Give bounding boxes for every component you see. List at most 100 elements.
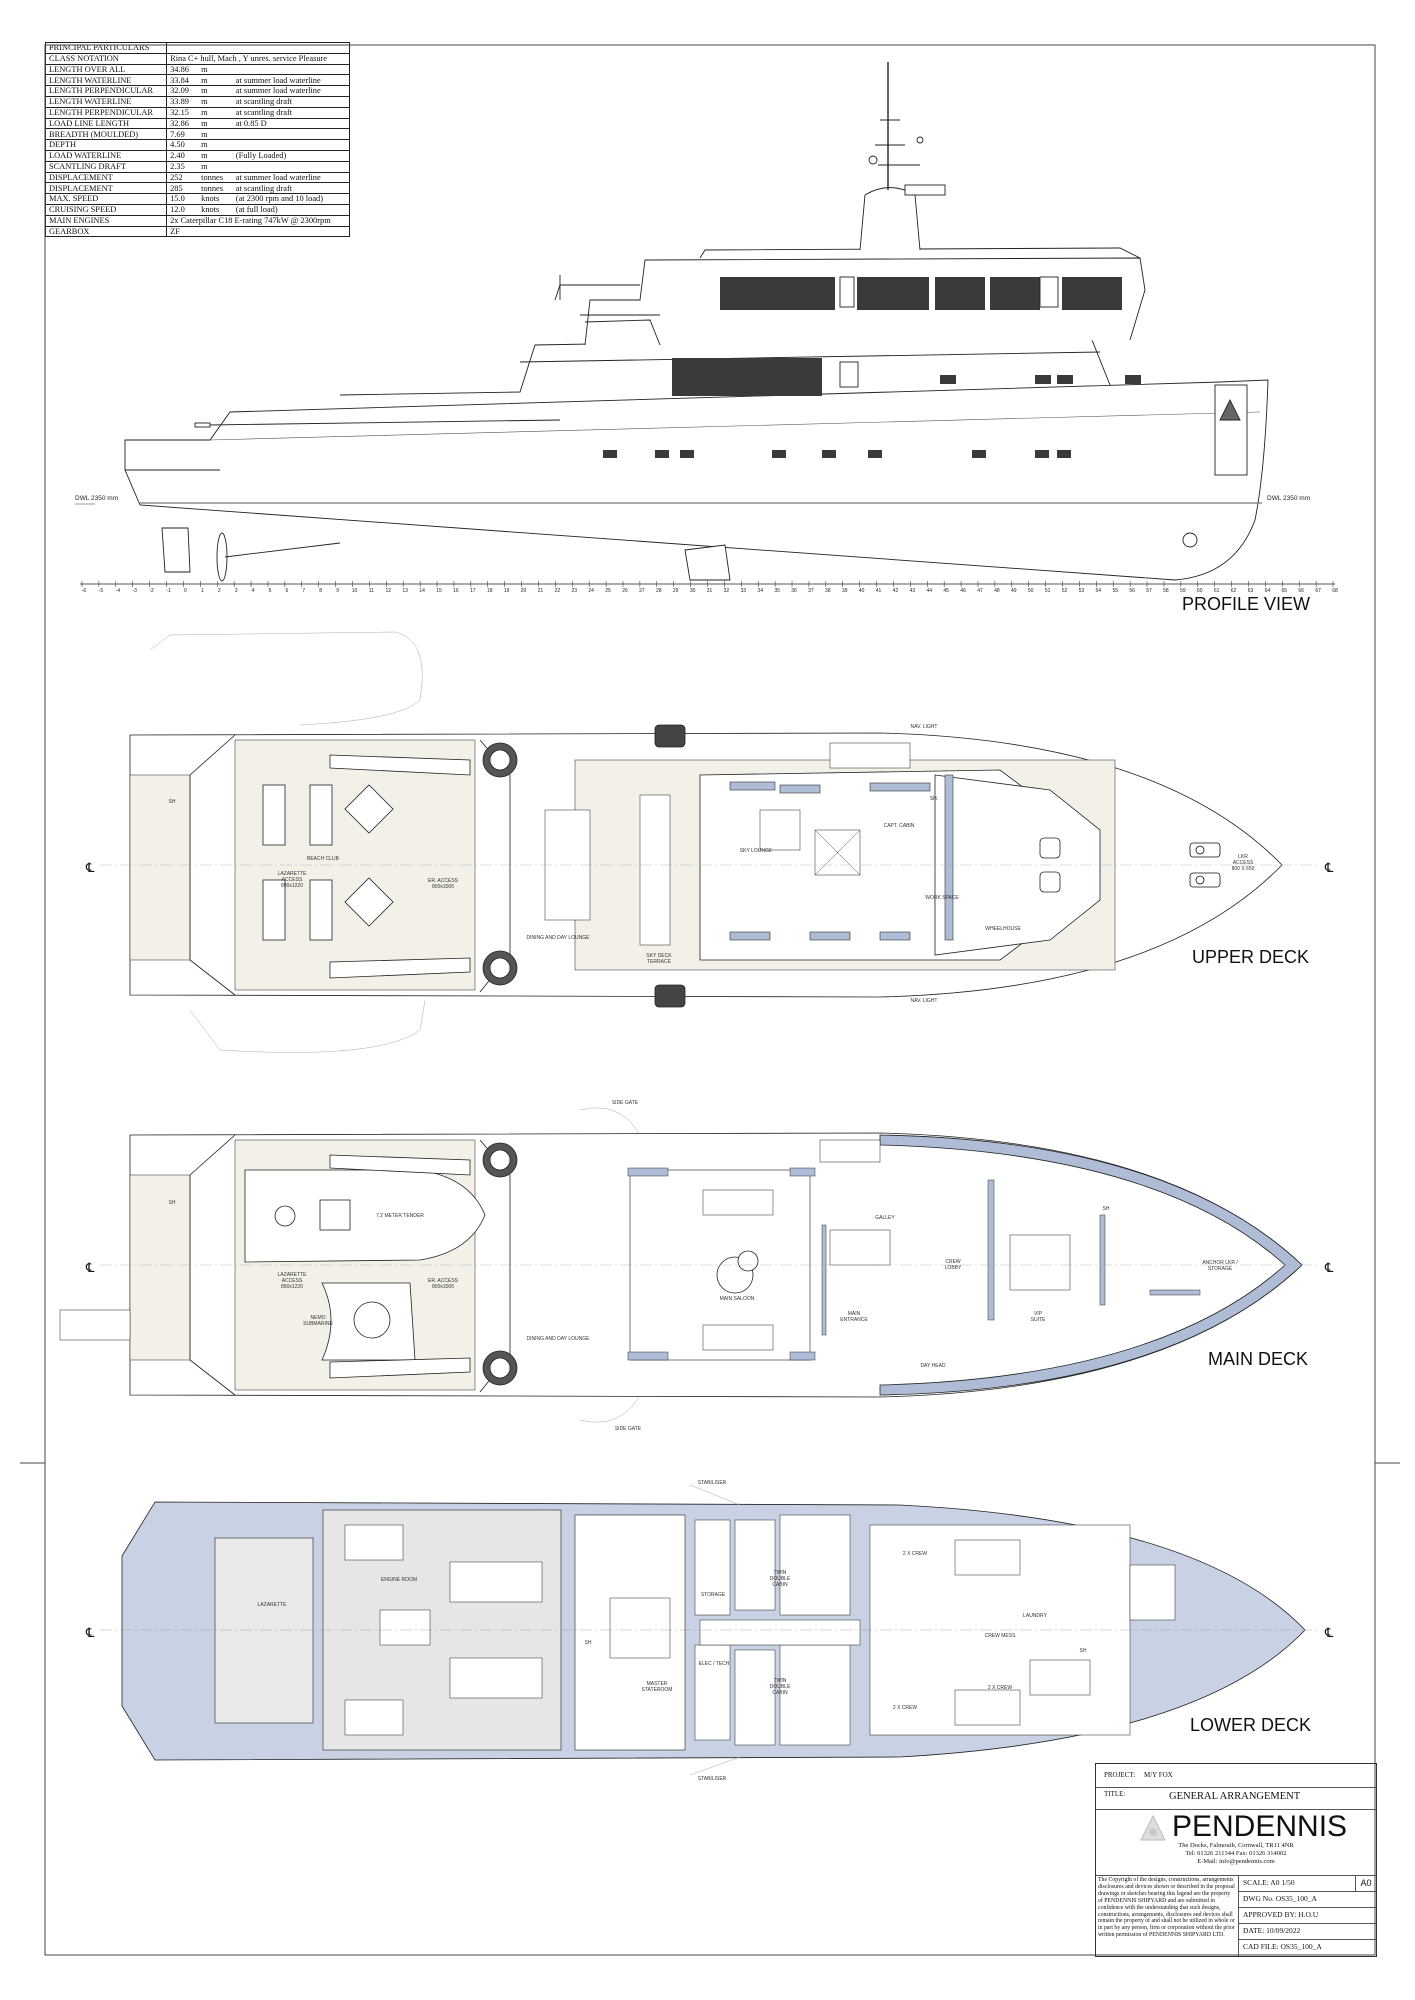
upper-stairs — [829, 742, 911, 769]
bistro-sets — [344, 784, 394, 927]
frame-tick-label: 54 — [1096, 588, 1102, 594]
scale-value: SCALE: A0 1/50 — [1243, 1878, 1295, 1887]
frame-tick-label: -2 — [149, 588, 154, 594]
label-main-entrance: MAIN — [848, 1311, 861, 1317]
lower-deck-labels: LAZARETTE ENGINE ROOM STABILISER STABILI… — [258, 1480, 1087, 1782]
frame-tick-label: 25 — [605, 588, 611, 594]
frame-tick-label: 18 — [487, 588, 493, 594]
frame-tick-label: 6 — [285, 588, 288, 594]
frame-tick-label: 42 — [893, 588, 899, 594]
label-sh: SH — [169, 1200, 176, 1206]
particular-label: DISPLACEMENT — [44, 182, 168, 195]
particular-unit: tonnes — [198, 182, 233, 195]
label-er-access: 800x1000 — [432, 1284, 454, 1290]
frame-tick-label: 50 — [1028, 588, 1034, 594]
forward-hull-walls — [879, 1134, 1303, 1396]
particular-note: at scantling draft — [232, 182, 350, 195]
dwl-aft-label: DWL 2350 mm — [75, 495, 118, 502]
particular-unit: m — [198, 160, 233, 173]
frame-tick-label: 5 — [269, 588, 272, 594]
davit-cranes — [329, 1142, 518, 1386]
label-er-access: ER. ACCESS — [428, 878, 459, 884]
frame-tick-label: 22 — [555, 588, 561, 594]
title-block: PROJECT: M/Y FOX TITLE: GENERAL ARRANGEM… — [1095, 1763, 1377, 1957]
title-label: TITLE: — [1104, 1790, 1126, 1798]
label-dining-lounge: DINING AND DAY LOUNGE — [527, 935, 591, 941]
lower-deck-title: LOWER DECK — [1190, 1715, 1311, 1735]
particular-value: 32.86 — [166, 117, 199, 130]
dwl-fwd-label: DWL 2350 mm — [1267, 495, 1310, 502]
profile-windows — [603, 277, 1141, 458]
frame-tick-label: 31 — [707, 588, 713, 594]
frame-tick-label: 65 — [1282, 588, 1288, 594]
label-lazarette-access: LAZARETTE — [278, 871, 308, 877]
particular-unit — [198, 225, 233, 238]
elec-tech — [694, 1644, 731, 1741]
label-anchor-locker: ANCHOR LKR / — [1202, 1260, 1238, 1266]
label-nav-light: NAV. LIGHT — [911, 998, 938, 1004]
label-twin-cabin: CABIN — [772, 1582, 788, 1588]
nemo-submarine — [321, 1282, 416, 1361]
label-sh: SH — [1080, 1648, 1087, 1654]
vip-bed — [1009, 1234, 1071, 1291]
label-sh: SH — [585, 1640, 592, 1646]
upper-deck-title: UPPER DECK — [1192, 947, 1309, 967]
label-work-space: WORK SPACE — [925, 895, 959, 901]
particular-label: LOAD WATERLINE — [44, 149, 168, 162]
frame-tick-label: 44 — [926, 588, 932, 594]
particular-label: BREADTH (MOULDED) — [44, 128, 168, 141]
master-bed — [609, 1597, 671, 1659]
davit-cranes — [329, 742, 518, 986]
label-locker-access: ACCESS — [1233, 860, 1254, 866]
main-engine — [449, 1561, 543, 1603]
frame-tick-label: -1 — [166, 588, 171, 594]
twin-cabin-stbd — [779, 1644, 851, 1746]
frame-tick-label: 63 — [1248, 588, 1254, 594]
label-tender: 7.2 METER TENDER — [376, 1213, 424, 1219]
helm-seats — [1039, 837, 1061, 893]
label-anchor-locker: STORAGE — [1208, 1266, 1233, 1272]
particular-unit: m — [198, 117, 233, 130]
label-storage: STORAGE — [701, 1592, 726, 1598]
corridor — [699, 1619, 861, 1646]
frame-tick-label: 49 — [1011, 588, 1017, 594]
frame-tick-label: -5 — [99, 588, 104, 594]
particular-note — [232, 128, 350, 141]
frame-tick-label: 46 — [960, 588, 966, 594]
label-crew-mess: CREW MESS — [985, 1633, 1017, 1639]
upper-walls — [729, 774, 954, 941]
frame-tick-label: 66 — [1298, 588, 1304, 594]
frame-tick-label: 2 — [218, 588, 221, 594]
tender-7-2m — [244, 1169, 486, 1263]
label-galley: GALLEY — [875, 1215, 895, 1221]
label-elec-tech: ELEC / TECH — [699, 1661, 730, 1667]
project-name: M/Y FOX — [1144, 1771, 1173, 1779]
particular-note: (at 2300 rpm and 10 load) — [232, 193, 350, 205]
particular-note — [232, 160, 350, 173]
skeg — [684, 544, 731, 581]
frame-tick-label: 27 — [639, 588, 645, 594]
copyright-notice: The Copyright of the designs, constructi… — [1098, 1877, 1235, 1939]
company-phone: Tel: 01326 211344 Fax: 01326 314002 — [1185, 1850, 1287, 1857]
label-lazarette-access: 890x1220 — [281, 883, 303, 889]
cad-file: CAD FILE: OS35_100_A — [1243, 1942, 1322, 1951]
label-lazarette-access: LAZARETTE — [278, 1272, 308, 1278]
centerline-marker: ℄ — [85, 1625, 95, 1640]
frame-tick-label: 57 — [1146, 588, 1152, 594]
label-main-saloon: MAIN SALOON — [720, 1296, 755, 1302]
particular-label: LOAD LINE LENGTH — [44, 117, 168, 130]
frame-tick-label: 16 — [453, 588, 459, 594]
particular-unit: m — [198, 128, 233, 141]
pendennis-logo-icon — [1140, 1815, 1166, 1841]
sheet-frame — [44, 44, 1376, 1956]
frame-tick-label: 8 — [319, 588, 322, 594]
particular-note: at 0.85 D — [232, 117, 350, 130]
particular-value: 15.0 — [166, 193, 199, 205]
frame-tick-label: 17 — [470, 588, 476, 594]
particular-unit: tonnes — [198, 171, 233, 184]
frame-tick-label: 64 — [1265, 588, 1271, 594]
